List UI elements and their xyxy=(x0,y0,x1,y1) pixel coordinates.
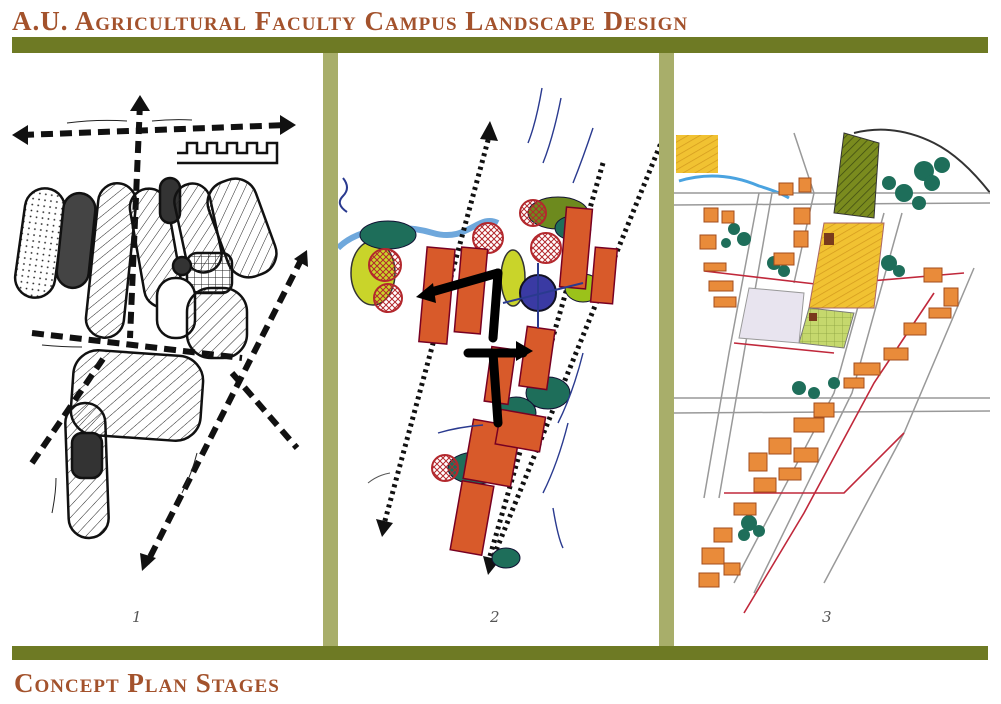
concept-sketch-2: 2 xyxy=(338,53,659,646)
panel-divider-2 xyxy=(659,53,674,646)
concept-sketch-1: 1 xyxy=(12,53,323,646)
panel-number-1: 1 xyxy=(132,608,142,626)
header-band xyxy=(12,37,988,53)
page-title: A.U. Agricultural Faculty Campus Landsca… xyxy=(12,6,689,36)
panel-number-3: 3 xyxy=(822,608,832,626)
footer-band xyxy=(12,646,988,660)
campus-site-plan xyxy=(674,128,990,614)
footer-title: Concept Plan Stages xyxy=(14,668,280,698)
panel-divider-1 xyxy=(323,53,338,646)
bubble-diagram-sketch xyxy=(12,95,308,571)
colored-concept-sketch xyxy=(338,87,659,575)
site-plan-3: 3 xyxy=(674,53,990,646)
panel-number-2: 2 xyxy=(490,608,500,626)
